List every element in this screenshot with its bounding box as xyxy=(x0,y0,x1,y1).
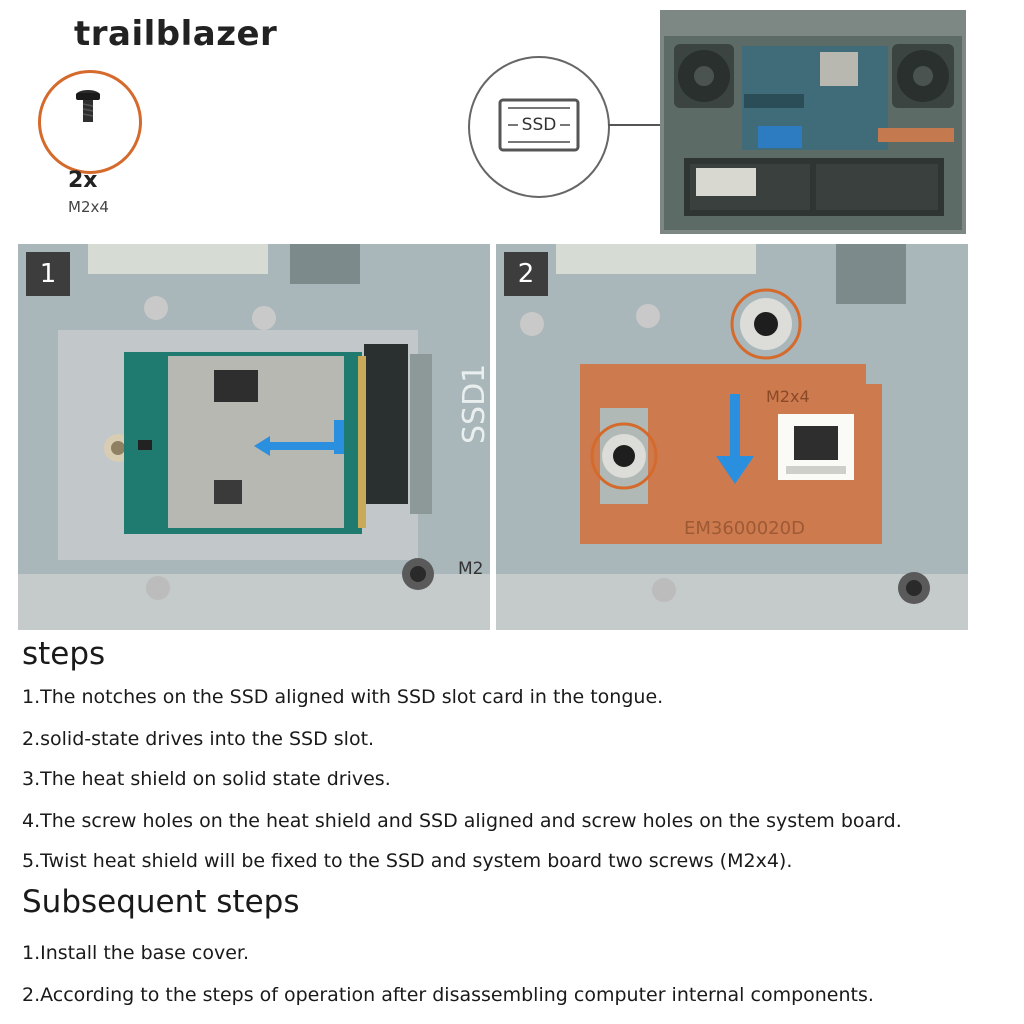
board-m2-label: M2 xyxy=(458,559,483,579)
shield-code-label: EM3600020D xyxy=(684,518,805,539)
ssd-drive-icon xyxy=(498,98,580,152)
screw-legend-ring xyxy=(38,70,142,174)
step-panel-2: M2x4 EM3600020D 2 xyxy=(496,244,968,630)
shield-screw-label: M2x4 xyxy=(766,387,810,406)
steps-heading: steps xyxy=(22,636,106,672)
step-item-3: 3.The heat shield on solid state drives. xyxy=(22,768,391,790)
ssd-callout: SSD xyxy=(468,56,610,198)
step-number-2: 2 xyxy=(504,252,548,296)
subsequent-steps-heading: Subsequent steps xyxy=(22,884,300,920)
step-panel-1: SSD1 M2 1 xyxy=(18,244,490,630)
subsequent-step-item-2: 2.According to the steps of operation af… xyxy=(22,984,874,1006)
ssd-callout-label: SSD xyxy=(521,115,557,135)
step-number-1: 1 xyxy=(26,252,70,296)
laptop-bottom-view xyxy=(660,10,966,234)
step-item-2: 2.solid-state drives into the SSD slot. xyxy=(22,728,375,750)
screw-count: 2x xyxy=(68,168,98,193)
screw-size: M2x4 xyxy=(68,198,109,216)
screw-icon xyxy=(76,90,100,122)
step-item-4: 4.The screw holes on the heat shield and… xyxy=(22,810,902,832)
subsequent-step-item-1: 1.Install the base cover. xyxy=(22,942,250,964)
step-item-5: 5.Twist heat shield will be fixed to the… xyxy=(22,850,793,872)
brand-logo: trailblazer xyxy=(74,14,278,54)
step-item-1: 1.The notches on the SSD aligned with SS… xyxy=(22,686,664,708)
board-ssd1-label: SSD1 xyxy=(457,364,490,444)
